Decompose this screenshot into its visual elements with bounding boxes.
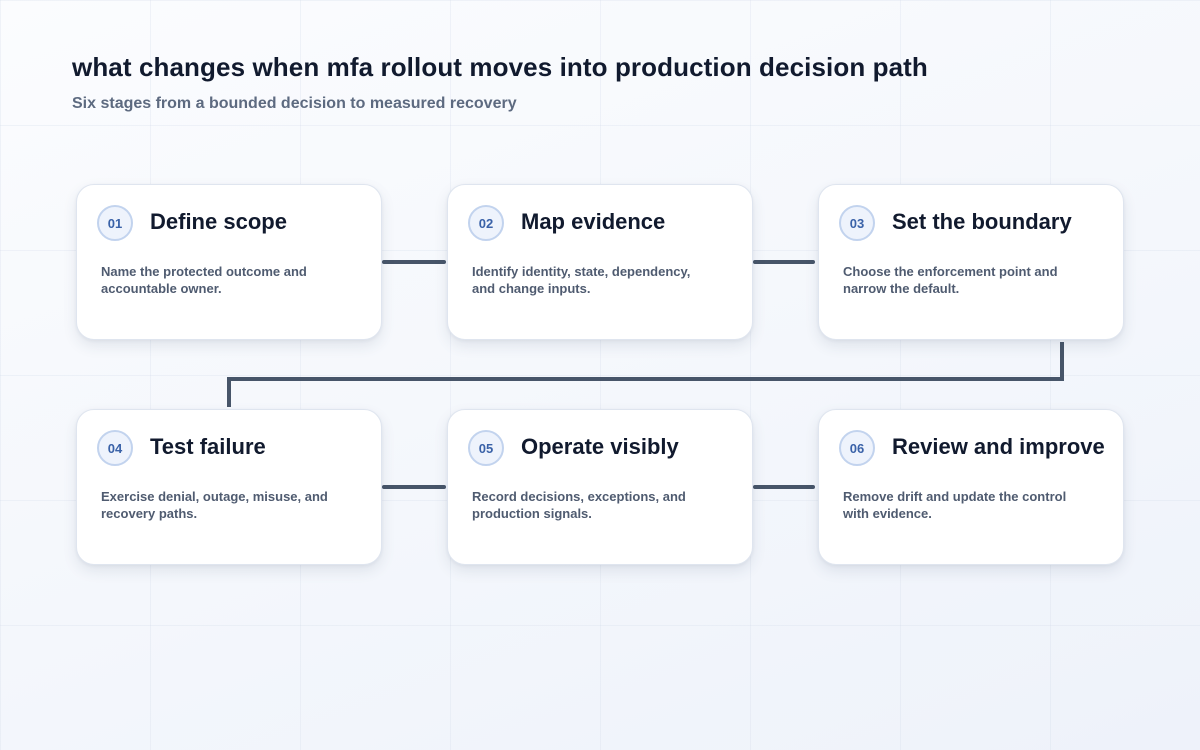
- stage-card-set-the-boundary: 03 Set the boundary Choose the enforceme…: [818, 184, 1124, 340]
- stage-description: Exercise denial, outage, misuse, and rec…: [101, 489, 328, 521]
- step-number-badge: 03: [839, 205, 875, 241]
- connector-3-4: [227, 342, 1064, 407]
- stage-title: Test failure: [150, 434, 266, 459]
- stage-description: Identify identity, state, dependency, an…: [472, 264, 691, 296]
- stage-description: Name the protected outcome and accountab…: [101, 264, 307, 296]
- step-number-badge: 01: [97, 205, 133, 241]
- stage-description: Choose the enforcement point and narrow …: [843, 264, 1058, 296]
- stage-description: Record decisions, exceptions, and produc…: [472, 489, 686, 521]
- stage-card-operate-visibly: 05 Operate visibly Record decisions, exc…: [447, 409, 753, 565]
- stage-card-map-evidence: 02 Map evidence Identify identity, state…: [447, 184, 753, 340]
- stage-title: Define scope: [150, 209, 287, 234]
- stage-title: Review and improve: [892, 434, 1105, 459]
- step-number-badge: 04: [97, 430, 133, 466]
- step-number-badge: 06: [839, 430, 875, 466]
- stage-title: Map evidence: [521, 209, 666, 234]
- step-number-badge: 02: [468, 205, 504, 241]
- stage-title: Operate visibly: [521, 434, 679, 459]
- stage-card-review-and-improve: 06 Review and improve Remove drift and u…: [818, 409, 1124, 565]
- stage-card-define-scope: 01 Define scope Name the protected outco…: [76, 184, 382, 340]
- stage-title: Set the boundary: [892, 209, 1072, 234]
- page-subtitle: Six stages from a bounded decision to me…: [72, 95, 517, 112]
- page-title: what changes when mfa rollout moves into…: [72, 52, 928, 82]
- stage-description: Remove drift and update the control with…: [843, 489, 1067, 521]
- stage-card-test-failure: 04 Test failure Exercise denial, outage,…: [76, 409, 382, 565]
- step-number-badge: 05: [468, 430, 504, 466]
